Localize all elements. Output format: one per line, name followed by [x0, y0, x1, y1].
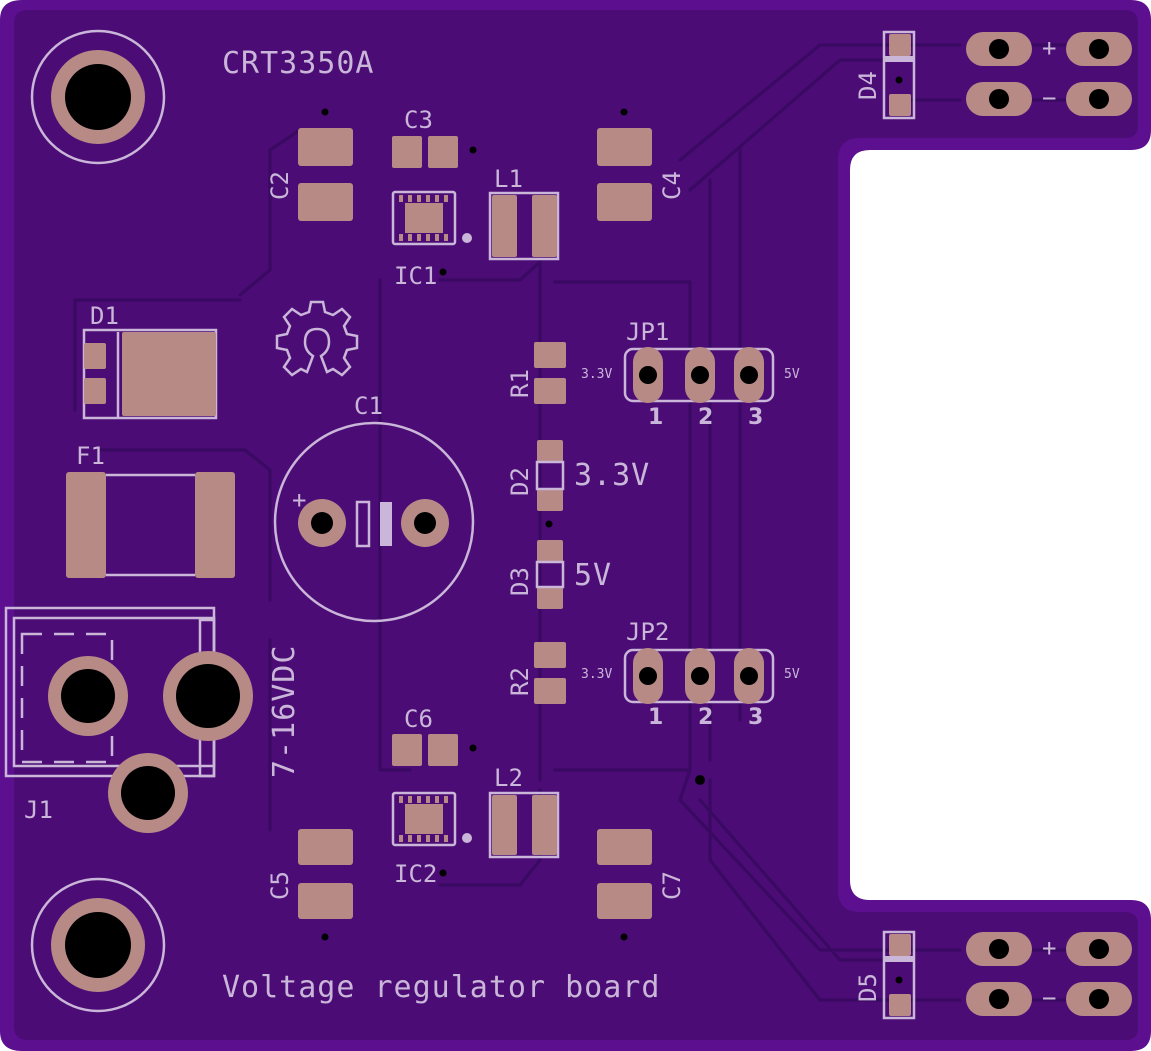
- d4-footprint: [882, 30, 916, 120]
- d2-led-label: 3.3V: [574, 458, 651, 493]
- ref-c2: C2: [266, 171, 294, 200]
- jp1-low-label: 3.3V: [581, 367, 613, 382]
- jp2-pin-1: 1: [648, 705, 664, 730]
- mounting-hole-top: [30, 29, 166, 165]
- f1-footprint: [66, 472, 235, 578]
- jp2-footprint: [623, 648, 775, 704]
- jp1-high-label: 5V: [784, 367, 800, 382]
- ref-r1: R1: [506, 369, 534, 398]
- top-plus-label: +: [1042, 34, 1057, 62]
- mounting-hole-bottom: [30, 877, 166, 1013]
- c6-footprint: [392, 734, 477, 766]
- c3-footprint: [392, 136, 477, 168]
- ref-ic1: IC1: [394, 262, 438, 290]
- ref-f1: F1: [76, 442, 105, 470]
- ref-j1: J1: [24, 796, 53, 824]
- j1-footprint: [4, 606, 253, 833]
- ref-jp1: JP1: [626, 318, 670, 346]
- c5-footprint: [298, 829, 353, 941]
- ref-d1: D1: [90, 302, 119, 330]
- jp2-low-label: 3.3V: [581, 667, 613, 682]
- ref-r2: R2: [506, 667, 534, 696]
- jp2-high-label: 5V: [784, 667, 800, 682]
- c7-footprint: [597, 829, 652, 941]
- ref-d4: D4: [854, 71, 882, 100]
- r1-footprint: [534, 342, 566, 404]
- r2-footprint: [534, 642, 566, 704]
- ref-d5: D5: [854, 973, 882, 1002]
- ref-c1: C1: [354, 392, 383, 420]
- jp2-pin-2: 2: [698, 705, 714, 730]
- ref-c5: C5: [266, 871, 294, 900]
- ic2-footprint: [391, 791, 472, 877]
- ref-c4: C4: [658, 171, 686, 200]
- top-minus-label: −: [1042, 84, 1057, 112]
- jp1-pin-2: 2: [698, 405, 714, 430]
- ref-jp2: JP2: [626, 618, 670, 646]
- c4-footprint: [597, 108, 652, 221]
- jp1-footprint: [623, 347, 775, 403]
- output-connector-top: [966, 32, 1132, 116]
- input-voltage-label: 7-16VDC: [267, 644, 302, 778]
- output-connector-bottom: [966, 932, 1132, 1016]
- oshw-logo: [275, 300, 359, 377]
- ref-d3: D3: [506, 567, 534, 596]
- ref-ic2: IC2: [394, 860, 438, 888]
- d3-led-label: 5V: [574, 558, 613, 593]
- l1-footprint: [488, 191, 560, 261]
- c1-footprint: [273, 421, 475, 623]
- board-part-number: CRT3350A: [222, 46, 375, 81]
- board-title: Voltage regulator board: [222, 970, 661, 1005]
- ref-c7: C7: [658, 871, 686, 900]
- ref-l1: L1: [494, 165, 523, 193]
- ref-c3: C3: [404, 106, 433, 134]
- ref-c6: C6: [404, 705, 433, 733]
- jp1-pin-3: 3: [748, 405, 764, 430]
- c1-polarity-mark: +: [292, 486, 307, 514]
- d3-footprint: [535, 540, 565, 609]
- d5-footprint: [882, 930, 916, 1020]
- ref-l2: L2: [494, 764, 523, 792]
- d1-footprint: [82, 328, 218, 420]
- d2-footprint: [535, 440, 565, 528]
- copper-pour: [14, 10, 1138, 1040]
- ic1-footprint: [391, 190, 472, 276]
- jp1-pin-1: 1: [648, 405, 664, 430]
- ref-d2: D2: [506, 467, 534, 496]
- c2-footprint: [298, 108, 353, 221]
- bottom-plus-label: +: [1042, 934, 1057, 962]
- l2-footprint: [488, 791, 560, 859]
- bottom-minus-label: −: [1042, 984, 1057, 1012]
- vias: [695, 775, 705, 785]
- traces: [73, 43, 1072, 1002]
- jp2-pin-3: 3: [748, 705, 764, 730]
